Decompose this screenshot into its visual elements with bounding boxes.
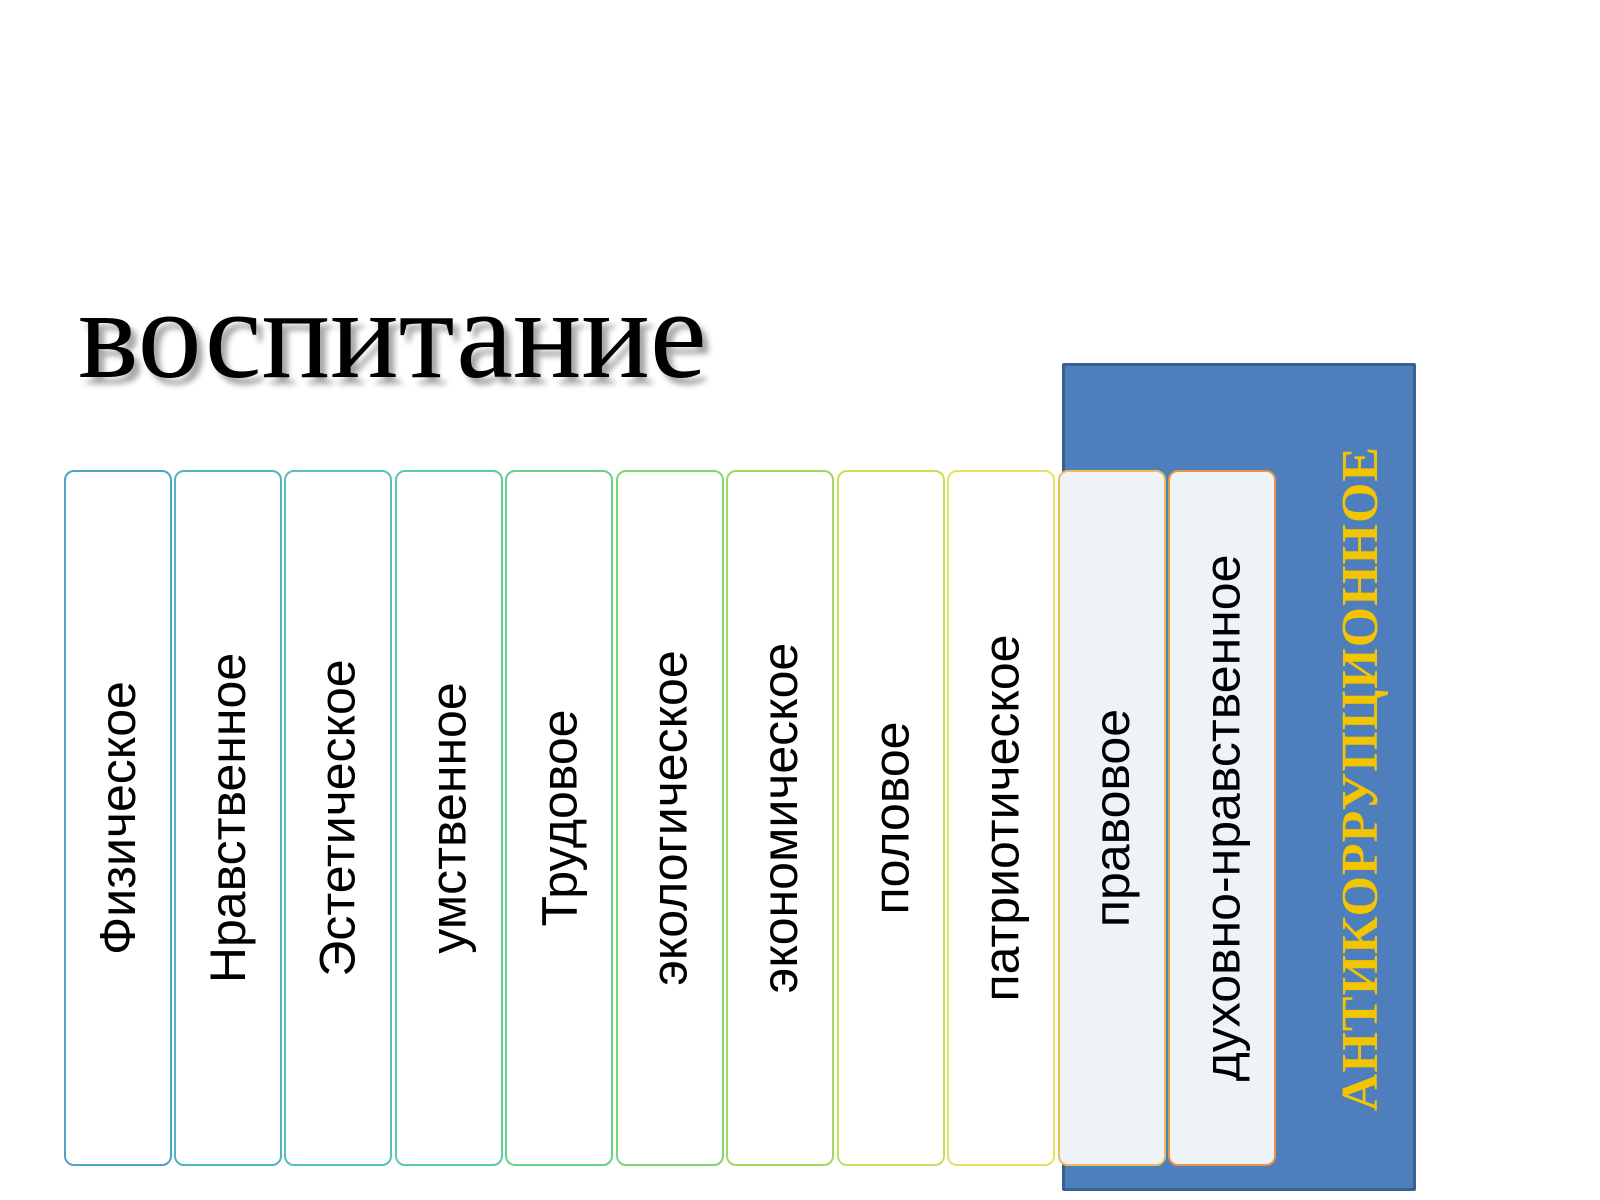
category-label: умственное: [421, 682, 477, 954]
category-box-patriotic: патриотическое: [947, 470, 1055, 1166]
category-label: Трудовое: [531, 709, 588, 927]
category-box-moral: Нравственное: [174, 470, 282, 1166]
category-label: духовно-нравственное: [1194, 554, 1250, 1082]
category-box-labor: Трудовое: [505, 470, 613, 1166]
category-box-spiritual-moral: духовно-нравственное: [1168, 470, 1276, 1166]
category-label: половое: [863, 721, 920, 915]
category-box-sexual: половое: [837, 470, 945, 1166]
category-label: Эстетическое: [310, 659, 367, 977]
category-box-mental: умственное: [395, 470, 503, 1166]
category-box-economic: экономическое: [726, 470, 834, 1166]
anticorruption-label-container: АНТИКОРРУПЦИОННОЕ: [1306, 380, 1416, 1176]
category-label: экономическое: [752, 642, 809, 994]
category-label: Нравственное: [200, 652, 256, 984]
category-box-physical: Физическое: [64, 470, 172, 1166]
category-box-legal: правовое: [1058, 470, 1166, 1166]
category-label: экологическое: [642, 650, 698, 986]
category-label: правовое: [1084, 708, 1140, 928]
anticorruption-label: АНТИКОРРУПЦИОННОЕ: [1332, 445, 1390, 1111]
category-box-aesthetic: Эстетическое: [284, 470, 392, 1166]
category-label: Физическое: [90, 681, 146, 955]
category-label: патриотическое: [973, 634, 1029, 1002]
slide-title: воспитание: [78, 263, 707, 405]
category-box-ecological: экологическое: [616, 470, 724, 1166]
